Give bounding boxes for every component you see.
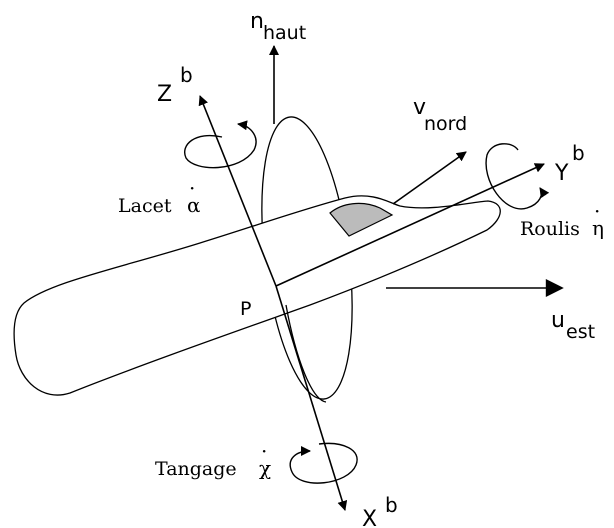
roulis-rotation-arrow xyxy=(485,143,550,210)
yb-sup-label: b xyxy=(572,141,585,165)
zb-sup-label: b xyxy=(180,63,193,87)
point-p-label: P xyxy=(240,298,251,320)
v-nord-axis xyxy=(392,151,467,205)
lacet-label: Lacet xyxy=(118,195,172,217)
v-sub-label: nord xyxy=(424,113,467,135)
zb-main-label: Z xyxy=(157,82,172,107)
y-body-axis xyxy=(275,163,545,287)
roulis-dot: · xyxy=(594,199,600,223)
roulis-label: Roulis xyxy=(520,218,580,240)
n-main-label: n xyxy=(250,9,264,34)
tangage-dot: · xyxy=(261,439,267,463)
tangage-label: Tangage xyxy=(155,458,237,480)
u-main-label: u xyxy=(551,308,565,333)
fuselage xyxy=(13,195,501,396)
tangage-rotation-arrow xyxy=(289,442,358,484)
xb-sup-label: b xyxy=(385,493,398,517)
wing-lower-edge xyxy=(285,304,327,403)
tangage-symbol: χ xyxy=(259,456,271,480)
x-body-axis xyxy=(275,285,348,511)
n-sub-label: haut xyxy=(263,22,306,44)
yb-main-label: Y xyxy=(554,161,569,186)
z-body-axis xyxy=(198,95,277,287)
roulis-symbol: η xyxy=(592,216,604,240)
lacet-symbol: α xyxy=(187,193,201,217)
lacet-dot: · xyxy=(189,176,195,200)
xb-main-label: X xyxy=(362,507,377,528)
lacet-rotation-arrow xyxy=(184,120,257,169)
u-sub-label: est xyxy=(566,321,595,343)
canopy xyxy=(329,202,394,237)
v-main-label: v xyxy=(413,95,426,120)
